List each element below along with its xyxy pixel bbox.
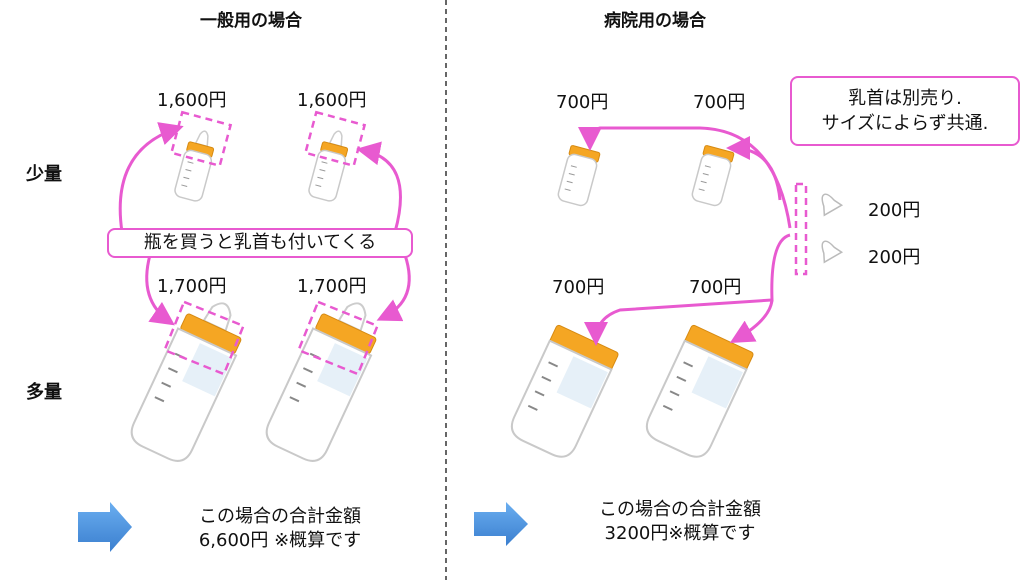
left-large-bottle-2 (265, 302, 377, 462)
row-label-large: 多量 (26, 382, 62, 403)
left-large-bottle-1 (130, 302, 242, 462)
right-large-bottle-2 (645, 324, 754, 458)
left-summary-line2: 6,600円 ※概算です (198, 530, 362, 551)
right-arrow-to-small-2 (726, 136, 782, 201)
right-large-price-1: 700円 (552, 277, 605, 298)
right-callout-line1: 乳首は別売り. (848, 88, 962, 109)
nipple-price-2: 200円 (868, 247, 921, 268)
right-callout-line2: サイズによらず共通. (821, 113, 989, 134)
nipple-icon-2 (821, 240, 844, 264)
right-small-bottle-2 (691, 145, 735, 207)
left-small-price-2: 1,600円 (297, 90, 367, 111)
right-arrow-to-large-2 (729, 299, 774, 343)
left-small-bottle-1 (174, 130, 215, 202)
left-summary: この場合の合計金額 6,600円 ※概算です (180, 505, 380, 553)
row-label-small: 少量 (26, 164, 62, 185)
nipple-price-1: 200円 (868, 200, 921, 221)
right-summary-line2: 3200円※概算です (604, 523, 756, 544)
left-arrow-to-large-1 (145, 254, 175, 326)
right-small-price-1: 700円 (556, 92, 609, 113)
left-large-nipple-highlight-2 (296, 300, 380, 376)
left-summary-arrow-icon (78, 502, 132, 552)
left-large-nipple-highlight-1 (162, 300, 246, 376)
left-section-title: 一般用の場合 (200, 11, 302, 31)
right-summary-arrow-icon (474, 502, 528, 546)
left-large-price-2: 1,700円 (297, 276, 367, 297)
left-arrow-to-small-1 (118, 122, 184, 233)
nipple-icon-1 (821, 193, 844, 217)
right-arrow-to-small-1 (578, 126, 792, 229)
left-callout-text: 瓶を買うと乳首も付いてくる (143, 232, 377, 253)
left-small-bottle-2 (308, 130, 349, 202)
left-small-price-1: 1,600円 (157, 90, 227, 111)
left-large-price-1: 1,700円 (157, 276, 227, 297)
right-small-price-2: 700円 (693, 92, 746, 113)
right-large-price-2: 700円 (689, 277, 742, 298)
left-small-nipple-highlight-2 (303, 110, 367, 168)
right-callout-box: 乳首は別売り. サイズによらず共通. (790, 76, 1020, 146)
right-small-bottle-1 (557, 145, 601, 207)
right-section-title: 病院用の場合 (604, 11, 706, 31)
left-summary-line1: この場合の合計金額 (199, 506, 361, 527)
left-arrow-to-small-2 (356, 141, 402, 233)
left-callout-box: 瓶を買うと乳首も付いてくる (107, 228, 413, 258)
left-arrow-to-large-2 (376, 254, 411, 322)
right-summary: この場合の合計金額 3200円※概算です (575, 498, 785, 546)
nipple-group-highlight (794, 182, 808, 276)
right-large-bottle-1 (510, 324, 619, 458)
right-summary-line1: この場合の合計金額 (599, 499, 761, 520)
